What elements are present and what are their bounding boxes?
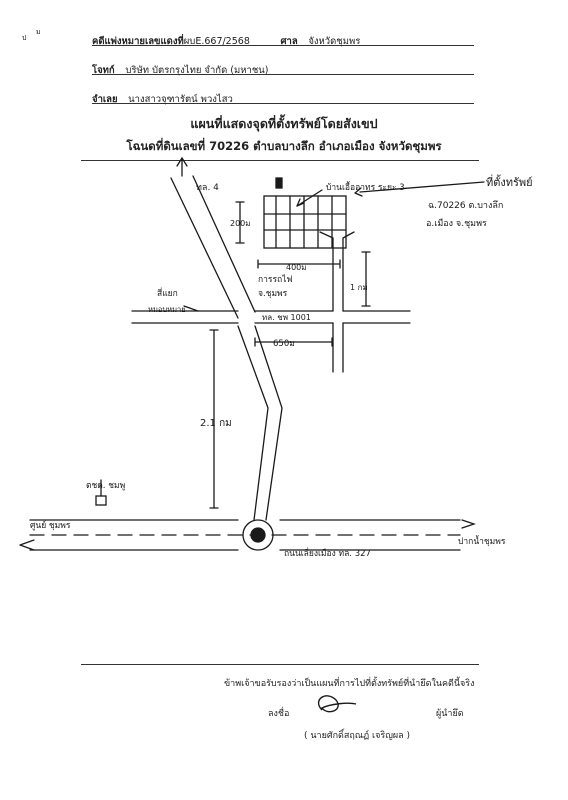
main-road-327	[29, 519, 461, 551]
bottom-divider	[81, 664, 479, 665]
property-marker	[275, 177, 283, 189]
east-label: ปากน้ำชุมพร	[458, 535, 506, 547]
dist-1km-label: 1 กม	[350, 283, 368, 292]
landmark-label: ตชด. ชมพู	[86, 481, 125, 491]
court-label: ศาล	[280, 36, 298, 47]
signature-scribble	[317, 695, 357, 713]
defendant-value: นางสาวจุฑารัตน์ พวงไสว	[128, 94, 233, 105]
dist-2km-label: 2.1 กม	[200, 418, 232, 429]
highway-4-south-road	[237, 325, 283, 521]
property-label: ที่ตั้งทรัพย์	[486, 174, 533, 189]
west-label: ศูนย์ ชุมพร	[30, 520, 71, 531]
defendant-line: จำเลย นางสาวจุฑารัตน์ พวงไสว	[92, 92, 233, 107]
stray-mark-1: ป	[22, 34, 27, 42]
dim-1km	[361, 251, 371, 307]
main-road-label: ถนนเลี่ยงเมือง ทล. 327	[284, 547, 371, 559]
dist-200m-label: 200ม	[230, 219, 251, 228]
east-arrow	[461, 519, 477, 529]
property-note-1: ฉ.70226 ต.บางลึก	[428, 200, 503, 211]
north-road-label: ทล. 4	[196, 183, 219, 193]
office-label-2: จ.ชุมพร	[258, 289, 288, 299]
junction-label-1: สี่แยก	[157, 287, 178, 299]
defendant-underline	[92, 103, 474, 104]
office-label-1: การรถไฟ	[258, 274, 293, 285]
dist-400m-label: 400ม	[286, 263, 307, 272]
village-label: บ้านเอื้ออาทร ระยะ 3	[326, 181, 405, 193]
north-arrow	[176, 156, 188, 177]
dist-650m-label: 650ม	[273, 339, 295, 349]
plaintiff-value: บริษัท บัตรกรุงไทย จำกัด (มหาชน)	[125, 65, 269, 76]
roundabout	[242, 519, 274, 551]
highway-4-road	[170, 175, 256, 319]
landmark-box	[95, 495, 107, 506]
village-blocks	[263, 195, 347, 249]
role-label: ผู้นำยึด	[436, 709, 464, 719]
property-pointer	[296, 189, 323, 207]
deed-title: โฉนดที่ดินเลขที่ 70226 ตำบลบางลึก อำเภอเ…	[126, 139, 442, 153]
west-arrow	[19, 539, 35, 551]
map-title: แผนที่แสดงจุดที่ตั้งทรัพย์โดยสังเขป	[190, 116, 378, 131]
plaintiff-label: โจทก์	[92, 65, 115, 76]
top-divider	[81, 160, 479, 161]
defendant-label: จำเลย	[92, 94, 118, 105]
case-label: คดีแพ่งหมายเลขแดงที่	[92, 36, 184, 47]
case-underline	[92, 45, 474, 46]
signer-name: ( นายศักดิ์สฤณฏ์ เจริญผล )	[304, 731, 411, 741]
dim-2km	[209, 329, 219, 509]
junction-label-2: หมอบหมาย	[148, 305, 186, 314]
soi-south	[332, 322, 344, 373]
property-note-2: อ.เมือง จ.ชุมพร	[426, 218, 487, 229]
road-1001-label: ทล. ชพ 1001	[262, 313, 311, 322]
road-1001-east	[254, 310, 411, 324]
dim-400m	[257, 259, 341, 269]
road-1001-west	[131, 310, 239, 324]
sign-label: ลงชื่อ	[268, 709, 290, 719]
village-soi	[319, 231, 355, 312]
stray-mark-2: ม	[36, 28, 41, 36]
dim-650m	[254, 337, 333, 347]
junction-pointer	[183, 305, 199, 312]
case-number-line: คดีแพ่งหมายเลขแดงที่ผบE.667/2568 ศาล จัง…	[92, 34, 360, 49]
dim-200m	[235, 201, 245, 244]
court-value: จังหวัดชุมพร	[308, 36, 361, 47]
case-value: ผบE.667/2568	[183, 36, 250, 47]
property-callout-line	[359, 181, 485, 193]
certify-text: ข้าพเจ้าขอรับรองว่าเป็นแผนที่การไปที่ตั้…	[224, 679, 475, 689]
plaintiff-underline	[92, 74, 474, 75]
plaintiff-line: โจทก์ บริษัท บัตรกรุงไทย จำกัด (มหาชน)	[92, 63, 268, 78]
